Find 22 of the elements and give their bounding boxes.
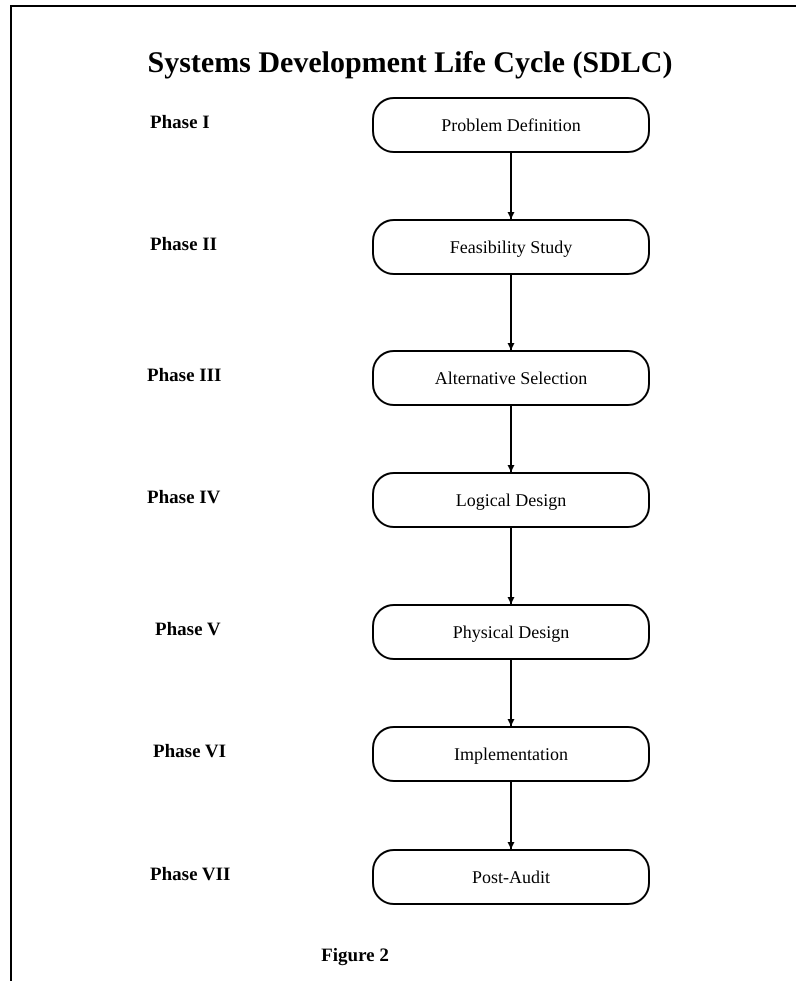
process-box: Physical Design [372,604,650,660]
process-box: Implementation [372,726,650,782]
arrow [508,406,514,472]
process-box: Post-Audit [372,849,650,905]
arrow [508,782,514,849]
process-box: Alternative Selection [372,350,650,406]
process-box: Problem Definition [372,97,650,153]
phase-label: Phase III [147,365,222,387]
arrow [508,528,514,604]
phase-label: Phase I [150,112,210,134]
phase-label: Phase II [150,234,218,256]
process-box: Logical Design [372,472,650,528]
arrow [508,153,514,219]
phase-label: Phase IV [147,487,220,509]
diagram-title: Systems Development Life Cycle (SDLC) [146,46,674,80]
phase-label: Phase V [155,619,221,641]
phase-label: Phase VII [150,864,230,886]
arrow [508,275,514,350]
process-box: Feasibility Study [372,219,650,275]
figure-caption: Figure 2 [320,945,390,967]
arrow [508,660,514,726]
phase-label: Phase VI [153,741,226,763]
